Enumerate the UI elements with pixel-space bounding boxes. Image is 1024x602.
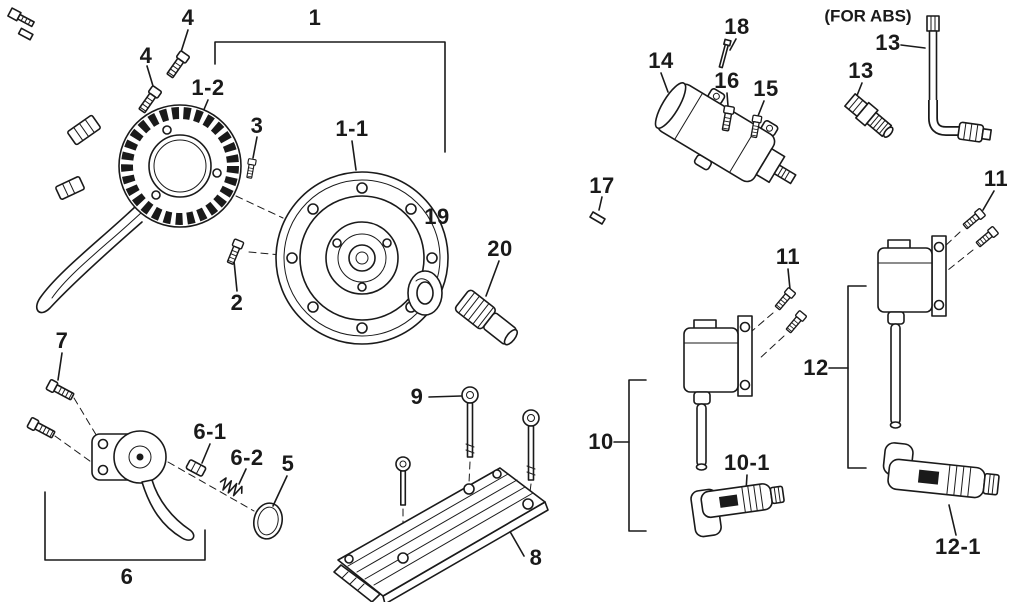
part-label-6: 6 <box>120 564 134 589</box>
part-label-17: 17 <box>589 173 615 198</box>
flywheel-rotor <box>275 171 449 345</box>
part-label-16: 16 <box>714 68 740 93</box>
part-label-2: 2 <box>230 290 244 315</box>
part-label-3: 3 <box>250 113 264 138</box>
part-label-15: 15 <box>753 76 779 101</box>
part-label-13: 13 <box>875 30 901 55</box>
bolt-9b <box>522 409 540 481</box>
part-label-9: 9 <box>410 384 424 409</box>
part-label-1-2: 1-2 <box>191 75 225 100</box>
part-label-4: 4 <box>181 5 195 30</box>
part-label-12-1: 12-1 <box>934 534 982 559</box>
part-label-1-1: 1-1 <box>335 116 369 141</box>
part-label-10: 10 <box>588 429 614 454</box>
part-label-4: 4 <box>139 43 153 68</box>
cdi-unit <box>333 467 549 602</box>
plug-cap-10-1 <box>690 483 785 538</box>
starter-motor <box>654 82 797 185</box>
part-label-20: 20 <box>487 236 513 261</box>
washer-19 <box>407 270 443 316</box>
part-label-14: 14 <box>648 48 674 73</box>
plug-cap-12-1 <box>882 442 1000 499</box>
part-label-8: 8 <box>529 545 543 570</box>
part-label-6-2: 6-2 <box>230 445 264 470</box>
bolt-9c <box>395 456 411 506</box>
pickup-coil-assembly <box>91 430 195 541</box>
ignition-coil-10 <box>683 315 753 471</box>
part-label-6-1: 6-1 <box>193 419 227 444</box>
pin-18 <box>718 38 732 69</box>
sensor-13-abs <box>926 15 993 143</box>
corner-clip-2 <box>17 27 34 41</box>
sensor-13 <box>844 93 894 138</box>
clip-17 <box>589 211 606 225</box>
spring-6-2 <box>219 477 243 497</box>
part-label-13: 13 <box>848 58 874 83</box>
sleeve-6-1 <box>185 459 207 477</box>
part-label-11: 11 <box>775 244 801 269</box>
part-label-12: 12 <box>803 355 829 380</box>
part-label-19: 19 <box>424 204 450 229</box>
part-label-11: 11 <box>983 166 1009 191</box>
part-label-forabs: (FOR ABS) <box>824 6 912 26</box>
part-label-18: 18 <box>724 14 750 39</box>
part-label-7: 7 <box>55 328 69 353</box>
part-label-1: 1 <box>308 5 322 30</box>
corner-clip <box>7 7 35 28</box>
o-ring-5 <box>253 502 283 540</box>
bolt-9a <box>461 386 479 458</box>
stator-assembly <box>35 104 242 314</box>
ignition-coil-12 <box>877 235 947 429</box>
boot-20 <box>454 289 519 346</box>
part-label-5: 5 <box>281 451 295 476</box>
part-label-10-1: 10-1 <box>723 450 771 475</box>
